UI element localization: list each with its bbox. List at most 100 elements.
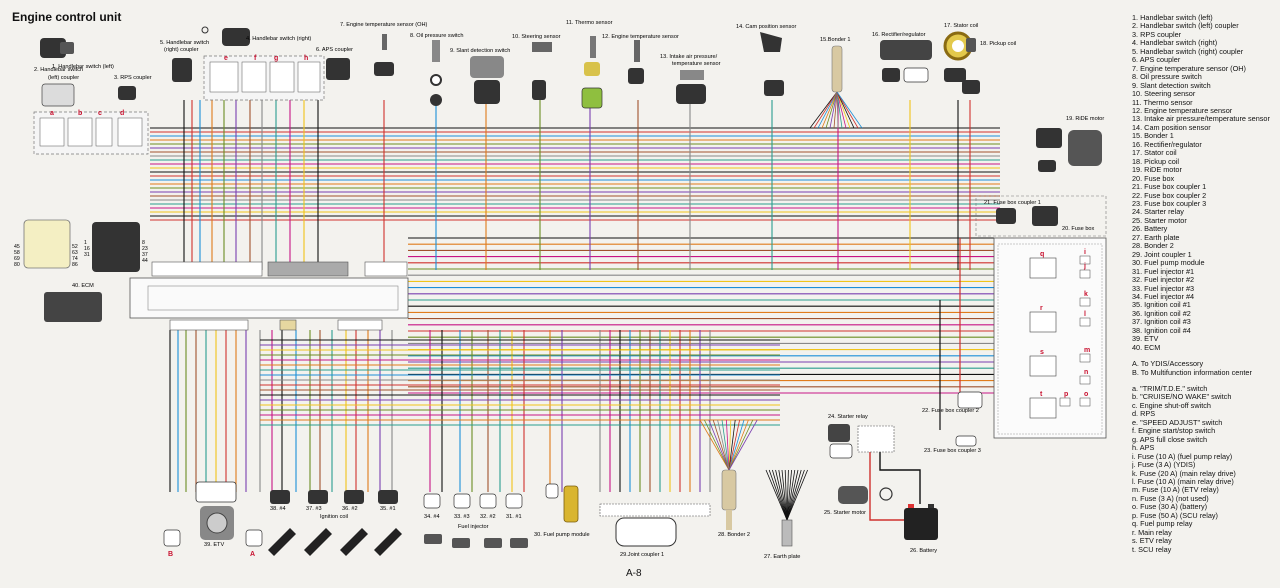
- handlebar-switch-right-icon: [201, 26, 250, 46]
- page-number: A-8: [626, 568, 642, 579]
- letter-l: l: [1084, 311, 1086, 318]
- label-c12: 12. Engine temperature sensor: [602, 34, 679, 40]
- handlebar-switch-right-coupler-icon: [172, 58, 192, 82]
- wire: [704, 419, 730, 471]
- letter-f: f: [254, 55, 257, 62]
- pin-31: 31: [84, 252, 90, 258]
- fuel-pump-module-icon: [545, 483, 579, 523]
- legend-item: 40. ECM: [1132, 343, 1161, 352]
- wire: [721, 419, 730, 471]
- pin-63: 63: [72, 250, 78, 256]
- wire: [728, 419, 740, 471]
- pin-80: 80: [14, 262, 20, 268]
- legend-switch-item: g. APS full close switch: [1132, 435, 1208, 444]
- label-c16: 16. Rectifier/regulator: [872, 32, 926, 38]
- label-c15: 15.Bonder 1: [820, 37, 850, 43]
- label-c2a: 2. Handlebar switch: [34, 67, 83, 73]
- legend-item: 37. Ignition coil #3: [1132, 318, 1191, 327]
- legend-item: 19. RiDE motor: [1132, 166, 1182, 175]
- label-c35: 35. #1: [380, 506, 396, 512]
- wire: [728, 419, 736, 471]
- legend-item: 26. Battery: [1132, 225, 1168, 234]
- wire: [728, 419, 754, 471]
- pin-44: 44: [142, 258, 148, 264]
- wire: [836, 91, 855, 129]
- legend-item: 38. Ignition coil #4: [1132, 326, 1191, 335]
- legend-item: 2. Handlebar switch (left) coupler: [1132, 22, 1239, 31]
- label-c39: 39. ETV: [204, 542, 224, 548]
- pin-16: 16: [84, 246, 90, 252]
- legend-item: 7. Engine temperature sensor (OH): [1132, 64, 1246, 73]
- legend-item: 29. Joint coupler 1: [1132, 250, 1192, 259]
- legend-item: 31. Fuel injector #1: [1132, 267, 1195, 276]
- legend-switch-item: k. Fuse (20 A) (main relay drive): [1132, 469, 1236, 478]
- pickup-coil-icon: [962, 38, 980, 94]
- label-c14: 14. Cam position sensor: [736, 24, 796, 30]
- wire: [809, 91, 838, 129]
- legend-switch-item: l. Fuse (10 A) (main relay drive): [1132, 478, 1234, 487]
- letter-r: r: [1040, 305, 1043, 312]
- page-title: Engine control unit: [12, 10, 122, 24]
- pin-37: 37: [142, 252, 148, 258]
- legend-ref-item: B. To Multifunction information center: [1132, 368, 1252, 377]
- legend-item: 6. APS coupler: [1132, 56, 1181, 65]
- pin-69: 69: [14, 256, 20, 262]
- letter-o: o: [1084, 391, 1088, 398]
- wire: [728, 419, 745, 471]
- fuel-injector-icons: [423, 493, 528, 548]
- wire: [821, 91, 838, 129]
- legend-item: 1. Handlebar switch (left): [1132, 14, 1213, 22]
- label-c19: 19. RiDE motor: [1066, 116, 1104, 122]
- legend-item: 12. Engine temperature sensor: [1132, 106, 1233, 115]
- letter-b: b: [78, 110, 82, 117]
- label-c20: 20. Fuse box: [1062, 226, 1095, 232]
- label-c27: 27. Earth plate: [764, 554, 800, 560]
- label-c37: 37. #3: [306, 506, 322, 512]
- pin-1: 1: [84, 240, 87, 246]
- wire: [768, 469, 788, 521]
- wire: [825, 91, 838, 129]
- label-c31: 31. #1: [506, 514, 522, 520]
- letter-h: h: [304, 55, 308, 62]
- wire: [786, 469, 796, 521]
- label-c8: 8. Oil pressure switch: [410, 33, 463, 39]
- engine-temp-sensor-oh-icon: [374, 34, 394, 76]
- label-c26: 26. Battery: [910, 548, 937, 554]
- pin-86: 86: [72, 262, 78, 268]
- letter-g: g: [274, 55, 278, 62]
- label-c5a: 5. Handlebar switch: [160, 40, 209, 46]
- label-c25: 25. Starter motor: [824, 510, 866, 516]
- legend-item: 33. Fuel injector #3: [1132, 284, 1195, 293]
- ecm-connector-faces: [23, 219, 140, 272]
- pin-74: 74: [72, 256, 78, 262]
- label-c7: 7. Engine temperature sensor (OH): [340, 22, 428, 28]
- wire: [778, 469, 788, 521]
- wire: [728, 419, 758, 471]
- legend-item: 22. Fuse box coupler 2: [1132, 191, 1207, 200]
- legend-item: 4. Handlebar switch (right): [1132, 39, 1218, 48]
- legend-item: 11. Thermo sensor: [1132, 98, 1193, 107]
- ecm-pin-numbers: 45 58 69 80 52 63 74 86 1 16 31 8 23 37 …: [14, 240, 148, 268]
- letter-labels: a b c d e f g h i j k l m n o p q r s t …: [50, 55, 1090, 558]
- label-c29: 29.Joint coupler 1: [620, 552, 664, 558]
- wire: [879, 440, 921, 504]
- wire: [712, 419, 730, 471]
- wire: [836, 91, 863, 129]
- legend-item: 17. Stator coil: [1132, 149, 1177, 158]
- handlebar-switch-left-coupler-icon: [41, 83, 75, 107]
- wire: [786, 469, 802, 521]
- wire: [708, 419, 730, 471]
- handlebar-switch-left-block: [33, 111, 149, 155]
- rps-coupler-icon: [118, 86, 136, 100]
- legend-switch-item: d. RPS: [1132, 410, 1156, 419]
- label-c23: 23. Fuse box coupler 3: [924, 448, 981, 454]
- legend-item: 16. Rectifier/regulator: [1132, 140, 1202, 149]
- wire: [781, 469, 788, 521]
- legend-switch-item: q. Fuel pump relay: [1132, 520, 1193, 529]
- label-c13b: temperature sensor: [672, 61, 721, 67]
- label-c38: 38. #4: [270, 506, 286, 512]
- label-ignition-coil: Ignition coil: [320, 514, 348, 520]
- wire: [786, 469, 789, 521]
- fuse-box: [993, 237, 1107, 439]
- connector-b-icon: [163, 529, 181, 547]
